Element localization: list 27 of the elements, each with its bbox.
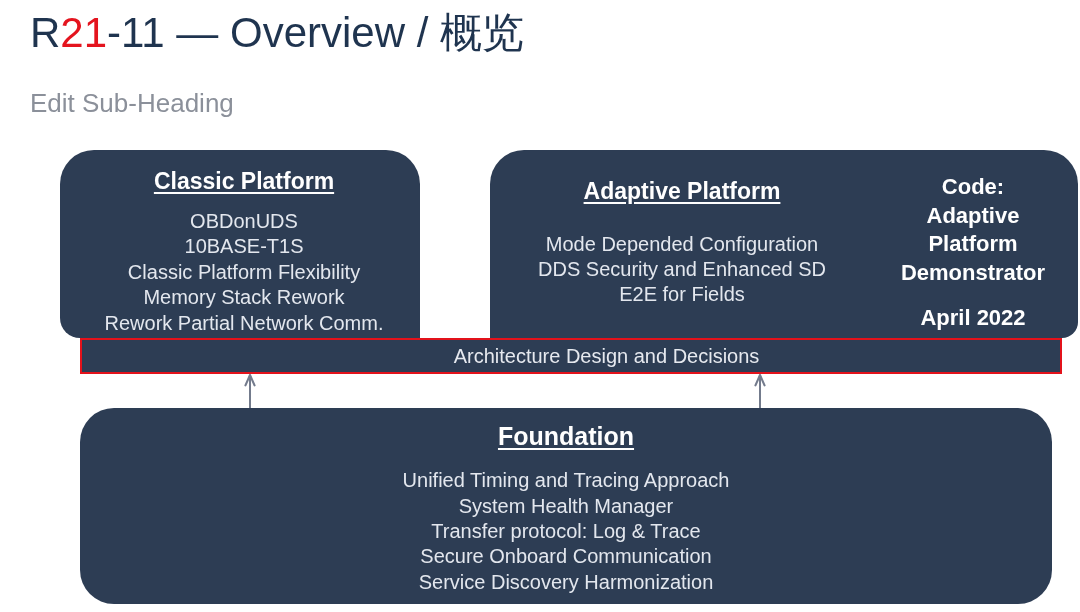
feature-item: 10BASE-T1S	[184, 234, 304, 259]
feature-item: DDS Security and Enhanced SD	[538, 256, 826, 282]
feature-item: E2E for Fields	[619, 281, 745, 307]
platform-panel	[60, 150, 420, 338]
feature-item: OBDonUDS	[190, 208, 298, 234]
panel-heading: Adaptive Platform	[583, 177, 781, 205]
date-text: April 2022	[920, 304, 1026, 332]
panel-heading: Foundation	[497, 421, 635, 451]
feature-item: Unified Timing and Tracing Approach	[402, 467, 730, 493]
feature-item: Secure Onboard Communication	[420, 543, 712, 569]
feature-item: Mode Depended Configuration	[545, 231, 819, 257]
foundation-panel	[80, 408, 1052, 604]
arrow	[754, 373, 766, 409]
panel-heading: Classic Platform	[153, 167, 335, 195]
feature-item: Service Discovery Harmonization	[418, 569, 714, 595]
band-label: Architecture Design and Decisions	[453, 343, 760, 369]
feature-item: Rework Partial Network Comm.	[104, 310, 384, 336]
feature-item: System Health Manager	[458, 493, 674, 519]
band-bar	[80, 338, 1062, 374]
feature-item: Transfer protocol: Log & Trace	[431, 518, 701, 544]
title: R21-11 — Overview / 概览	[30, 12, 525, 54]
subheading: Edit Sub-Heading	[30, 90, 234, 116]
feature-item: Classic Platform Flexibility	[127, 259, 361, 285]
feature-item: Memory Stack Rework	[143, 285, 345, 310]
platform-panel	[490, 150, 1078, 338]
arrow	[244, 373, 256, 409]
code-note: Code: Adaptive Platform Demonstrator	[899, 173, 1047, 287]
